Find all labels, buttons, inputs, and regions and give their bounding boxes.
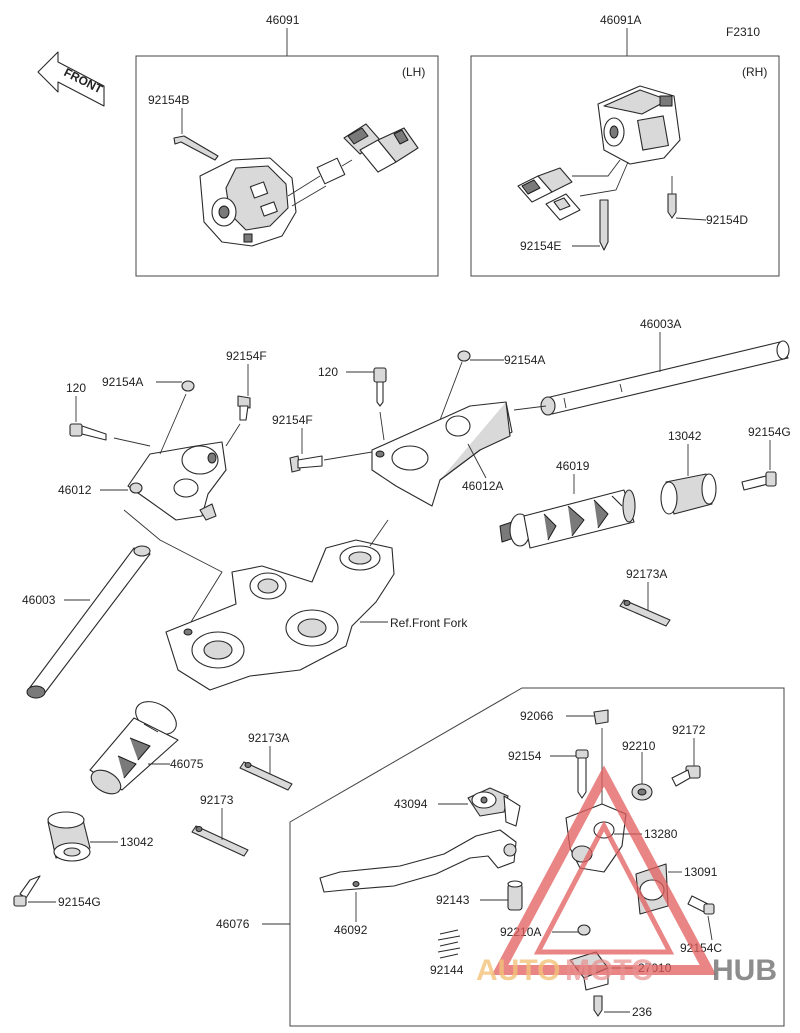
watermark-text-moto: MOTO — [565, 954, 654, 987]
right-switch-part-no: 46091A — [600, 13, 641, 27]
label-13042-rh: 13042 — [668, 429, 702, 443]
label-92172: 92172 — [672, 723, 706, 737]
right-switch-connector — [517, 167, 581, 221]
clamp-lh: 46012 — [58, 441, 227, 521]
label-92173A-rh: 92173A — [626, 567, 667, 581]
bolt-92154G-lh: 92154G — [13, 875, 101, 909]
label-92143: 92143 — [436, 893, 470, 907]
triple-clamp: Ref.Front Fork — [165, 539, 468, 691]
left-switch-part-no: 46091 — [266, 13, 300, 27]
grip-rh: 46019 — [499, 459, 636, 549]
label-92154: 92154 — [508, 749, 542, 763]
label-46075: 46075 — [170, 757, 204, 771]
label-92066: 92066 — [520, 709, 554, 723]
label-46092: 46092 — [334, 923, 368, 937]
label-120-lh: 120 — [66, 381, 86, 395]
label-46012: 46012 — [58, 483, 92, 497]
label-92154G-rh: 92154G — [748, 425, 791, 439]
grip-lh: 46075 — [89, 701, 204, 795]
label-236: 236 — [632, 1005, 652, 1019]
label-92154A-lh: 92154A — [102, 375, 143, 389]
right-switch-housing — [597, 85, 681, 165]
band-92173A-rh: 92173A — [619, 567, 671, 627]
bolt-92154: 92154 — [508, 749, 589, 799]
bar-end-lh: 13042 — [47, 811, 154, 862]
band-92173: 92173 — [191, 793, 249, 857]
label-46003: 46003 — [22, 593, 56, 607]
label-92154F-rh: 92154F — [272, 413, 313, 427]
label-92173: 92173 — [200, 793, 234, 807]
bar-end-rh: 13042 — [660, 429, 717, 515]
lever-46092: 46092 — [319, 829, 517, 937]
right-switch-box: 46091A (RH) 92154D 92154E — [470, 13, 780, 277]
label-43094: 43094 — [394, 797, 428, 811]
right-switch-screw-e: 92154E — [520, 239, 561, 253]
right-switch-side: (RH) — [742, 65, 767, 79]
bolt-92154A-lh: 92154A — [102, 375, 195, 455]
watermark-text-hub: HUB — [712, 954, 777, 987]
label-46019: 46019 — [556, 459, 590, 473]
label-46076: 46076 — [216, 917, 250, 931]
collar-92143: 92143 — [436, 880, 523, 911]
label-fork-ref: Ref.Front Fork — [390, 616, 468, 630]
bolt-120-rh: 120 — [318, 365, 387, 441]
label-13091: 13091 — [684, 865, 718, 879]
label-92154A-rh: 92154A — [504, 353, 545, 367]
label-13042-lh: 13042 — [120, 835, 154, 849]
bolt-92154G-rh: 92154G — [741, 425, 791, 491]
label-92144: 92144 — [430, 963, 464, 977]
label-46012A: 46012A — [462, 479, 503, 493]
label-92210: 92210 — [622, 739, 656, 753]
bolt-92172: 92172 — [671, 723, 706, 787]
part-43094: 43094 — [394, 787, 521, 827]
label-13280: 13280 — [644, 827, 678, 841]
label-92173A-lh: 92173A — [248, 731, 289, 745]
screw-236: 236 — [593, 995, 652, 1019]
diagram-id: F2310 — [726, 25, 760, 39]
lever-assembly-frame: 46076 — [216, 687, 785, 1027]
label-92154G-lh: 92154G — [58, 895, 101, 909]
watermark-logo — [491, 765, 717, 975]
label-46003A: 46003A — [640, 317, 681, 331]
bolt-92154F-rh: 92154F — [272, 413, 373, 473]
front-arrow-icon: FRONT — [37, 51, 105, 107]
left-switch-box: 46091 (LH) 92154B — [135, 13, 439, 277]
watermark-triangle-icon — [491, 765, 717, 975]
handlebar-rh: 46003A — [513, 317, 790, 416]
washer-92210: 92210 — [622, 739, 656, 801]
label-120-rh: 120 — [318, 365, 338, 379]
bolt-92154F-lh: 92154F — [225, 349, 267, 447]
left-switch-screw: 92154B — [148, 93, 189, 107]
bolt-92154A-rh: 92154A — [439, 350, 545, 421]
spring-92144: 92144 — [430, 929, 464, 977]
band-92173A-lh: 92173A — [239, 731, 293, 791]
left-switch-housing — [199, 157, 297, 247]
bolt-120-lh: 120 — [66, 381, 151, 447]
left-switch-side: (LH) — [402, 65, 425, 79]
right-switch-screw-d: 92154D — [706, 213, 748, 227]
left-switch-connector — [343, 123, 419, 173]
handlebar-lh: 46003 — [22, 545, 151, 699]
watermark-text-auto: AUTO — [476, 954, 560, 987]
label-92154F-lh: 92154F — [226, 349, 267, 363]
clamp-rh: 46012A — [371, 401, 513, 507]
